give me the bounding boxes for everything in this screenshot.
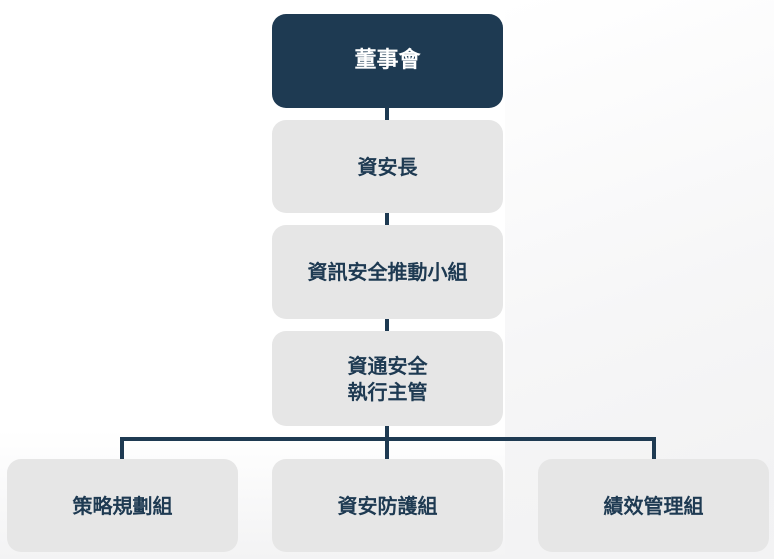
connector-committee-exec [385, 319, 389, 331]
connector-board-ciso [385, 108, 389, 120]
group-box-strategy: 策略規劃組 [7, 459, 238, 552]
group-box-performance: 績效管理組 [538, 459, 769, 552]
committee-label: 資訊安全推動小組 [307, 260, 468, 284]
connector-branch-right [652, 437, 656, 459]
committee-box: 資訊安全推動小組 [272, 225, 503, 319]
exec-label-line1: 資通安全 [347, 353, 428, 378]
connector-branch-left [120, 437, 124, 459]
group-box-protection: 資安防護組 [272, 459, 503, 552]
board-box: 董事會 [272, 14, 503, 108]
connector-exec-branch [385, 426, 389, 440]
ciso-box: 資安長 [272, 120, 503, 213]
connector-branch-middle [385, 437, 389, 459]
exec-label-line2: 執行主管 [347, 379, 428, 404]
ciso-label: 資安長 [357, 154, 418, 179]
group-label-protection: 資安防護組 [337, 493, 438, 518]
group-label-strategy: 策略規劃組 [72, 493, 173, 518]
group-label-performance: 績效管理組 [603, 493, 704, 518]
board-label: 董事會 [354, 48, 421, 73]
connector-ciso-committee [385, 213, 389, 225]
exec-box: 資通安全 執行主管 [272, 331, 503, 426]
